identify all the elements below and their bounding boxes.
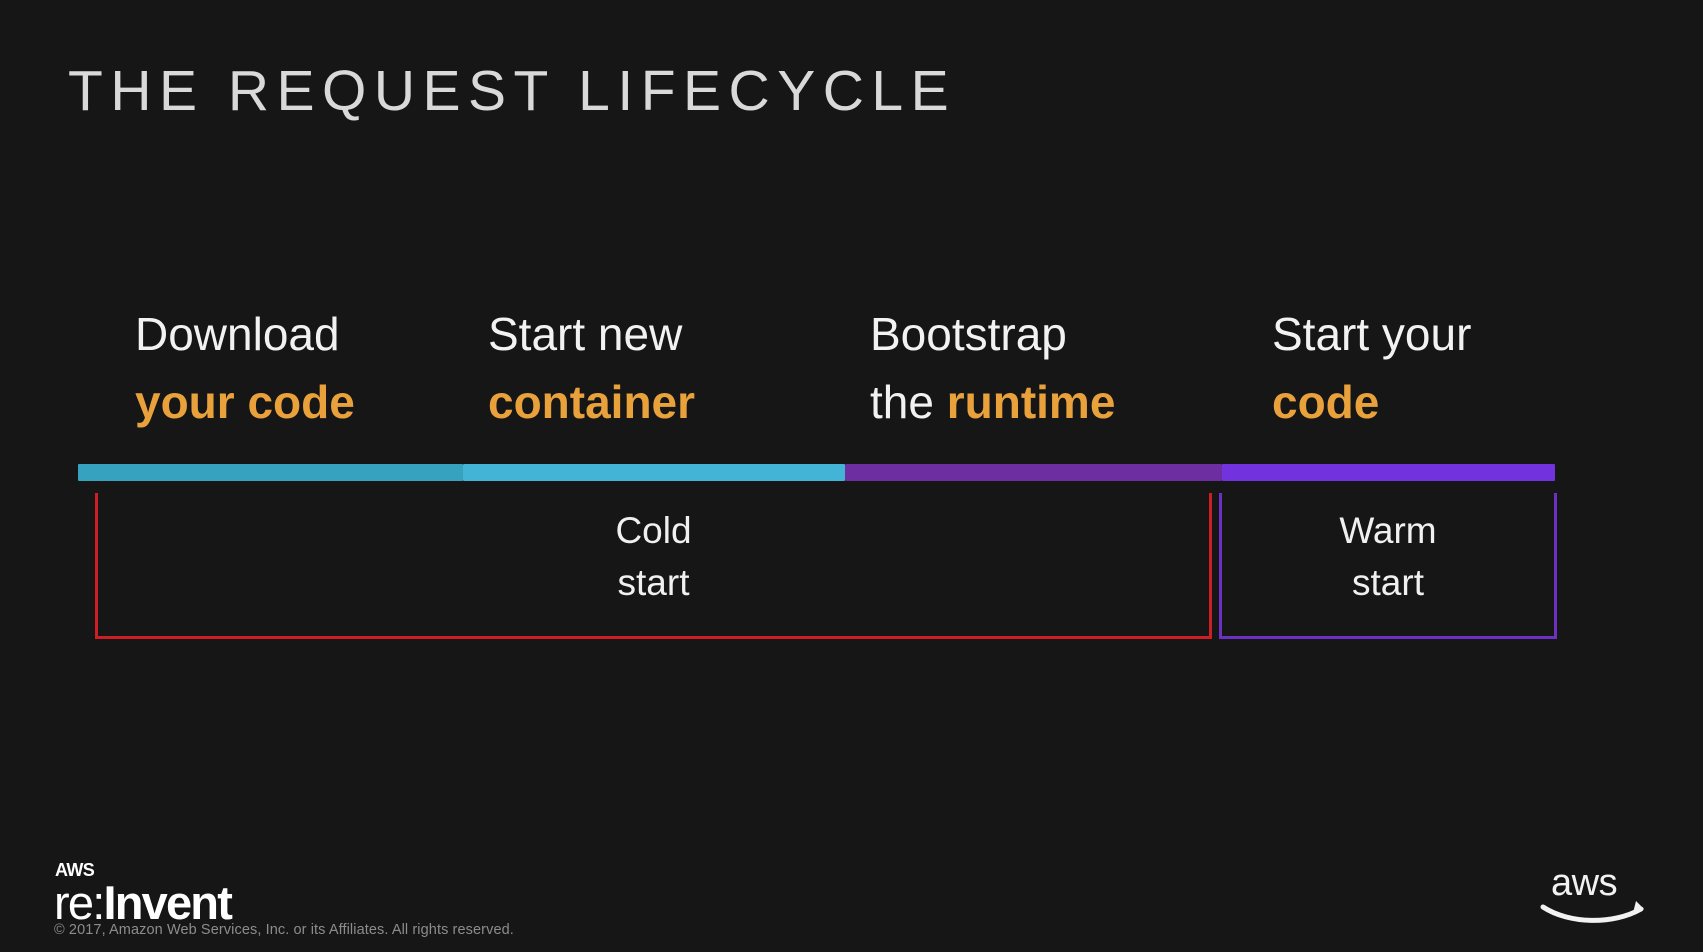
phase-column-start-container: Start new container xyxy=(488,300,695,436)
phase-label-line2: code xyxy=(1272,368,1471,436)
phase-label-line1: Start your xyxy=(1272,308,1472,360)
lifecycle-phase-labels: Download your code Start new container B… xyxy=(0,300,1703,450)
cold-start-label: Cold start xyxy=(98,505,1209,609)
reinvent-re-text: re: xyxy=(54,876,105,929)
svg-text:aws: aws xyxy=(1551,862,1617,904)
phase-label-accent: your code xyxy=(135,376,355,428)
phase-label-line2: container xyxy=(488,368,695,436)
lifecycle-timeline-bar xyxy=(78,464,1555,481)
cold-start-bracket: Cold start xyxy=(95,493,1212,639)
timeline-segment-download xyxy=(78,464,463,481)
page-title: THE REQUEST LIFECYCLE xyxy=(68,59,957,123)
reinvent-aws-text: AWS xyxy=(55,860,95,880)
phase-label-line2: the runtime xyxy=(870,368,1115,436)
timeline-segment-your-code xyxy=(1222,464,1555,481)
phase-label-line1: Download xyxy=(135,308,340,360)
phase-label-accent: code xyxy=(1272,376,1380,428)
reinvent-logo: AWS re:Invent xyxy=(54,860,233,929)
phase-column-download: Download your code xyxy=(135,300,355,436)
aws-logo-icon: aws xyxy=(1537,862,1657,926)
cold-start-label-line1: Cold xyxy=(615,510,692,551)
timeline-segment-container xyxy=(463,464,845,481)
phase-label-line1: Start new xyxy=(488,308,683,360)
reinvent-invent-text: Invent xyxy=(103,876,232,929)
phase-column-bootstrap-runtime: Bootstrap the runtime xyxy=(870,300,1115,436)
reinvent-wordmark: re:Invent xyxy=(54,876,233,929)
phase-column-start-your-code: Start your code xyxy=(1272,300,1471,436)
phase-label-accent: runtime xyxy=(946,376,1116,428)
timeline-segment-runtime xyxy=(845,464,1222,481)
phase-label-line1: Bootstrap xyxy=(870,308,1067,360)
warm-start-label: Warm start xyxy=(1222,505,1554,609)
warm-start-label-line2: start xyxy=(1352,562,1424,603)
phase-label-accent: container xyxy=(488,376,696,428)
phase-label-plain: the xyxy=(870,376,947,428)
warm-start-label-line1: Warm xyxy=(1339,510,1437,551)
phase-label-line2: your code xyxy=(135,368,355,436)
cold-start-label-line2: start xyxy=(617,562,690,603)
warm-start-bracket: Warm start xyxy=(1219,493,1557,639)
copyright-notice: © 2017, Amazon Web Services, Inc. or its… xyxy=(54,922,514,938)
